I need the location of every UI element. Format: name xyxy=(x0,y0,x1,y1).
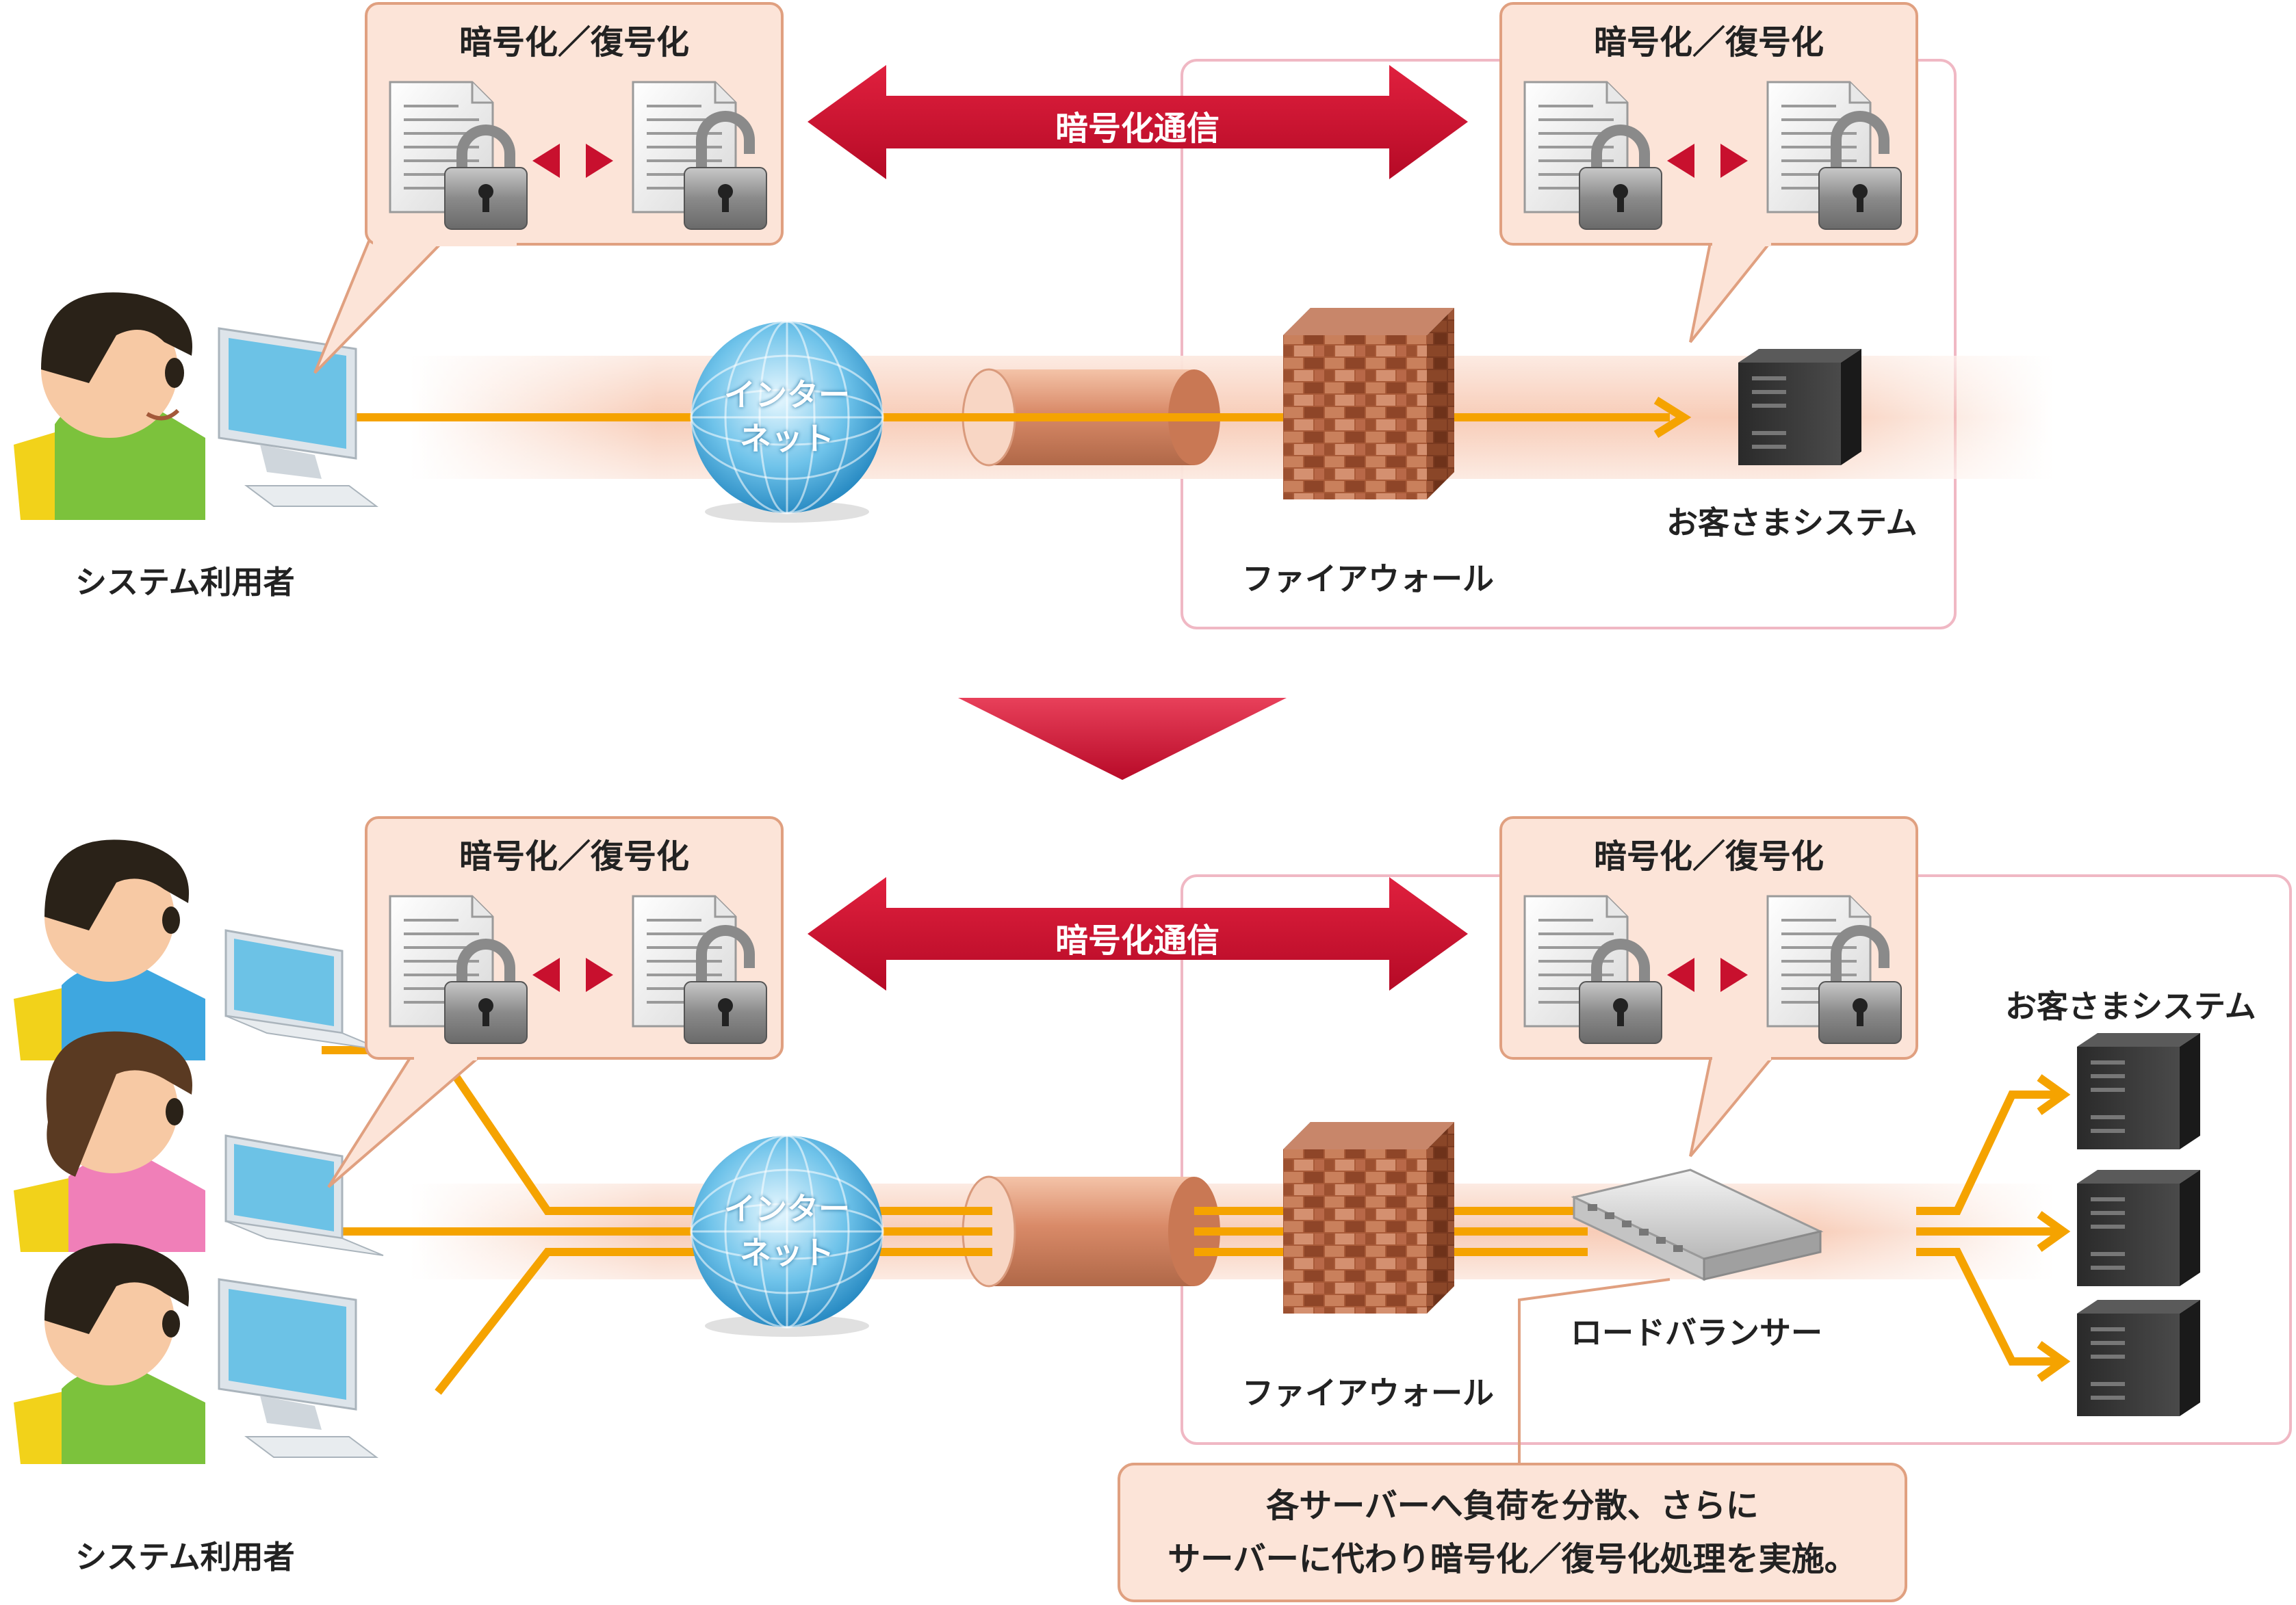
laptop-icon xyxy=(224,929,385,1052)
note-box xyxy=(1118,1463,1907,1602)
encrypted-comm-label: 暗号化通信 xyxy=(1055,109,1220,148)
down-arrow-icon xyxy=(958,698,1287,780)
user-icon xyxy=(14,1243,205,1464)
user-icon xyxy=(14,839,205,1060)
bubble-title: 暗号化／復号化 xyxy=(459,837,689,876)
user-label: システム利用者 xyxy=(75,564,295,601)
server-icon xyxy=(2077,1033,2200,1149)
note-line1: 各サーバーへ負荷を分散、さらに xyxy=(1266,1487,1759,1525)
arrow-head xyxy=(1653,396,1692,439)
encrypted-comm-label: 暗号化通信 xyxy=(1055,922,1220,960)
customer-system-label: お客さまシステム xyxy=(2005,988,2256,1025)
bubble-right-top xyxy=(1499,2,1918,343)
internet-label-line2: ネット xyxy=(740,420,834,457)
internet-label-line1: インター xyxy=(724,376,850,413)
internet-label-line2: ネット xyxy=(740,1234,834,1271)
bubble-right-bottom xyxy=(1499,816,1918,1158)
firewall-icon xyxy=(1283,1122,1454,1314)
firewall-icon xyxy=(1283,308,1454,499)
encrypted-comm-arrow xyxy=(808,877,1468,991)
exchange-arrow-right xyxy=(586,144,613,178)
firewall-label: ファイアウォール xyxy=(1242,1374,1494,1411)
bottom-diagram xyxy=(14,816,2292,1602)
server-icon xyxy=(1738,349,1861,465)
firewall-label: ファイアウォール xyxy=(1242,560,1494,597)
note-line2: サーバーに代わり暗号化／復号化処理を実施。 xyxy=(1168,1540,1857,1578)
bubble-left-top xyxy=(313,2,784,374)
server-icon xyxy=(2077,1300,2200,1416)
customer-system-label: お客さまシステム xyxy=(1666,504,1918,541)
load-balancer-icon xyxy=(1571,1169,1824,1281)
user-icon xyxy=(14,1031,205,1252)
top-diagram xyxy=(14,2,2053,629)
desktop-computer-icon xyxy=(218,327,378,508)
exchange-arrow-left xyxy=(532,144,560,178)
internet-label-line1: インター xyxy=(724,1190,850,1227)
load-balancer-label: ロードバランサー xyxy=(1571,1314,1822,1351)
callout-leader xyxy=(1518,1278,1671,1464)
bubble-title: 暗号化／復号化 xyxy=(459,23,689,62)
bubble-title: 暗号化／復号化 xyxy=(1593,23,1824,62)
bubble-left-bottom xyxy=(327,816,784,1188)
ssl-tunnel xyxy=(989,1177,1194,1286)
server-icon xyxy=(2077,1170,2200,1286)
user-label: システム利用者 xyxy=(75,1539,295,1576)
encrypted-comm-arrow xyxy=(808,65,1468,179)
desktop-computer-icon xyxy=(218,1278,378,1459)
bubble-title: 暗号化／復号化 xyxy=(1593,837,1824,876)
user-icon xyxy=(14,292,205,520)
